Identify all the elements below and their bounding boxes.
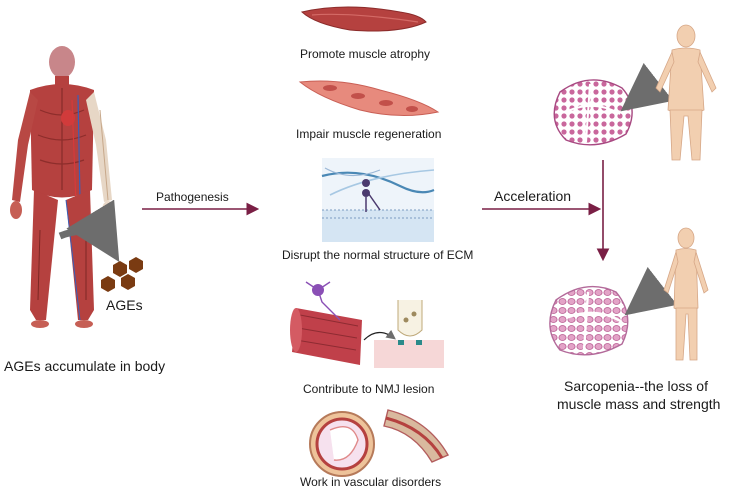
mechanism-label-ecm: Disrupt the normal structure of ECM: [282, 248, 474, 262]
grey-arrow-lower: [624, 266, 678, 316]
human-anatomy-figure: [10, 46, 114, 328]
outcome-label-line2: muscle mass and strength: [557, 396, 721, 412]
mechanism-label-vascular: Work in vascular disorders: [300, 475, 442, 489]
healthy-muscle-cross-section-icon: [553, 79, 633, 146]
accumulate-label: AGEs accumulate in body: [4, 358, 166, 374]
acceleration-label: Acceleration: [494, 188, 572, 204]
muscle-fiber-icon: [300, 6, 427, 32]
grey-curved-arrow: [58, 199, 120, 262]
outcome-label-line1: Sarcopenia--the loss of: [564, 378, 708, 394]
mechanism-label-atrophy: Promote muscle atrophy: [300, 47, 431, 61]
elderly-person-icon: [663, 227, 709, 361]
ages-label: AGEs: [106, 297, 143, 313]
grey-arrow-upper: [620, 62, 674, 112]
ecm-icon: [321, 158, 435, 242]
adult-person-icon: [655, 24, 717, 161]
sarcopenic-muscle-cross-section-icon: [549, 285, 629, 356]
vessel-icon: [309, 409, 449, 477]
pathogenesis-label: Pathogenesis: [156, 190, 229, 204]
ages-hexagon-icon: [101, 257, 143, 292]
mechanism-label-nmj: Contribute to NMJ lesion: [303, 382, 435, 396]
muscle-cell-icon: [298, 80, 440, 117]
mechanism-label-regeneration: Impair muscle regeneration: [296, 127, 442, 141]
nmj-icon: [290, 281, 444, 368]
